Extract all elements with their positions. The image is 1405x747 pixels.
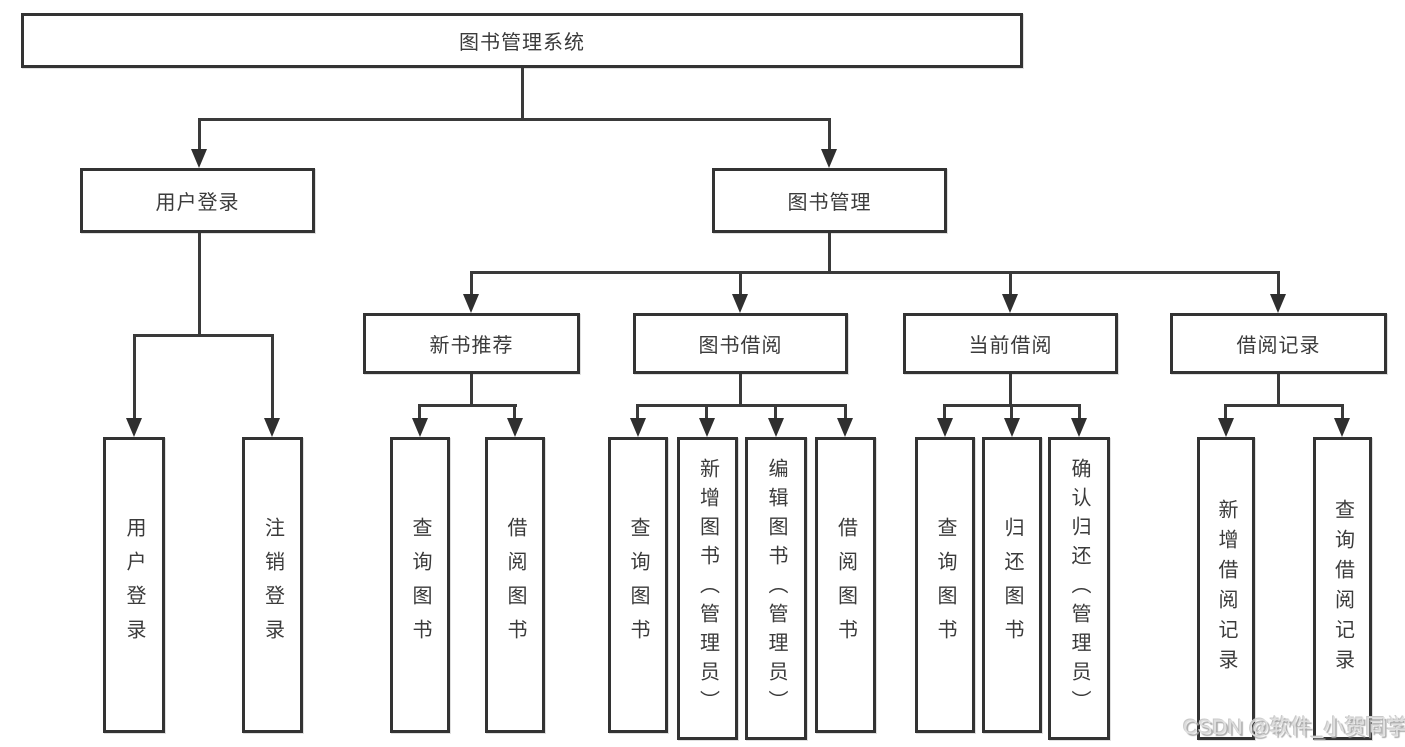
connector xyxy=(774,404,777,420)
node-query-books: 查询图书 xyxy=(608,437,668,733)
connector xyxy=(1009,271,1012,296)
arrow-down-icon xyxy=(937,418,953,437)
connector xyxy=(271,334,274,420)
node-label: 图书借阅 xyxy=(698,335,783,357)
connector xyxy=(828,118,831,151)
connector xyxy=(513,404,516,420)
arrow-down-icon xyxy=(126,418,142,437)
node-label: 注销登录 xyxy=(261,517,284,653)
node-logout: 注销登录 xyxy=(242,437,303,733)
connector xyxy=(470,271,1279,274)
arrow-down-icon xyxy=(837,418,853,437)
connector xyxy=(418,404,517,407)
node-user-login: 用户登录 xyxy=(80,168,315,233)
connector xyxy=(198,118,201,151)
node-user-login-leaf: 用户登录 xyxy=(103,437,165,733)
connector xyxy=(470,374,473,407)
connector xyxy=(739,374,742,407)
arrow-down-icon xyxy=(264,418,280,437)
arrow-down-icon xyxy=(191,149,207,168)
node-confirm-return-admin: 确认归还（管理员） xyxy=(1048,437,1110,740)
node-current-borrowing: 当前借阅 xyxy=(903,313,1118,374)
connector xyxy=(739,271,742,296)
node-label: 查询图书 xyxy=(627,517,649,653)
node-borrow-books: 借阅图书 xyxy=(485,437,545,733)
connector xyxy=(1010,404,1013,420)
connector xyxy=(1009,374,1012,407)
connector xyxy=(1078,404,1081,420)
arrow-down-icon xyxy=(630,418,646,437)
connector xyxy=(418,404,421,420)
arrow-down-icon xyxy=(768,418,784,437)
node-return-books: 归还图书 xyxy=(982,437,1042,733)
node-book-borrowing: 图书借阅 xyxy=(633,313,848,374)
node-label: 借阅图书 xyxy=(504,517,526,653)
connector xyxy=(943,404,946,420)
node-label: 用户登录 xyxy=(123,517,145,653)
node-label: 图书管理 xyxy=(787,192,872,214)
node-label: 查询图书 xyxy=(409,517,431,653)
node-query-books: 查询图书 xyxy=(915,437,975,733)
connector xyxy=(844,404,847,420)
node-label: 新书推荐 xyxy=(429,335,514,357)
connector xyxy=(198,118,831,121)
node-label: 新增借阅记录 xyxy=(1215,498,1237,679)
node-book-management: 图书管理 xyxy=(712,168,947,233)
node-label: 借阅记录 xyxy=(1236,335,1321,357)
connector xyxy=(636,404,639,420)
node-query-books: 查询图书 xyxy=(390,437,450,733)
node-label: 归还图书 xyxy=(1001,517,1023,653)
connector xyxy=(828,233,831,273)
node-label: 用户登录 xyxy=(155,192,240,214)
arrow-down-icon xyxy=(1004,418,1020,437)
arrow-down-icon xyxy=(463,294,479,313)
node-label: 编辑图书（管理员） xyxy=(765,458,787,719)
connector xyxy=(133,334,274,337)
node-add-books-admin: 新增图书（管理员） xyxy=(677,437,738,740)
arrow-down-icon xyxy=(412,418,428,437)
arrow-down-icon xyxy=(507,418,523,437)
connector xyxy=(1277,271,1280,296)
node-library-system: 图书管理系统 xyxy=(21,13,1023,68)
connector xyxy=(521,68,524,119)
csdn-watermark: CSDN @软件_小贺同学 xyxy=(1183,716,1405,739)
arrow-down-icon xyxy=(699,418,715,437)
arrow-down-icon xyxy=(821,149,837,168)
connector xyxy=(198,233,201,336)
connector xyxy=(1341,404,1344,420)
node-label: 当前借阅 xyxy=(968,335,1053,357)
connector xyxy=(1277,374,1280,407)
arrow-down-icon xyxy=(1270,294,1286,313)
arrow-down-icon xyxy=(1002,294,1018,313)
arrow-down-icon xyxy=(732,294,748,313)
node-query-borrow-record: 查询借阅记录 xyxy=(1313,437,1372,740)
connector xyxy=(1224,404,1227,420)
node-label: 借阅图书 xyxy=(834,517,857,653)
node-borrow-books: 借阅图书 xyxy=(815,437,876,733)
arrow-down-icon xyxy=(1218,418,1234,437)
node-edit-books-admin: 编辑图书（管理员） xyxy=(745,437,807,740)
node-label: 确认归还（管理员） xyxy=(1068,458,1090,719)
arrow-down-icon xyxy=(1334,418,1350,437)
node-new-book-recommendation: 新书推荐 xyxy=(363,313,580,374)
node-label: 图书管理系统 xyxy=(459,32,585,54)
node-label: 查询图书 xyxy=(934,517,956,653)
node-borrowing-records: 借阅记录 xyxy=(1170,313,1387,374)
connector xyxy=(705,404,708,420)
connector xyxy=(1224,404,1344,407)
arrow-down-icon xyxy=(1071,418,1087,437)
node-label: 新增图书（管理员） xyxy=(696,458,719,719)
node-label: 查询借阅记录 xyxy=(1331,498,1354,679)
connector xyxy=(470,271,473,296)
connector xyxy=(133,334,136,420)
connector xyxy=(636,404,847,407)
node-add-borrow-record: 新增借阅记录 xyxy=(1197,437,1255,740)
